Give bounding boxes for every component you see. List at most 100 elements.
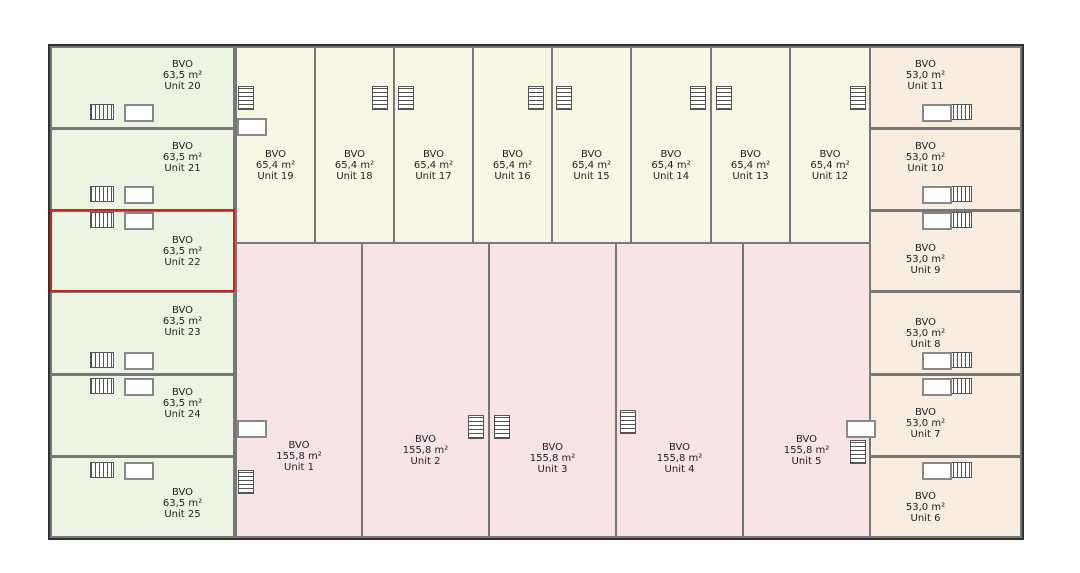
stairs-icon (90, 212, 114, 228)
unit-name: Unit 11 (907, 81, 944, 92)
unit-area: 65,4 m² (492, 159, 533, 171)
unit-name: Unit 18 (336, 170, 373, 182)
unit-name: Unit 12 (811, 170, 849, 182)
stairs-icon (494, 415, 510, 439)
toilet-icon (124, 378, 154, 396)
stairs-icon (850, 440, 866, 464)
unit-name: Unit 9 (910, 264, 941, 276)
unit-area: 65,4 m² (571, 159, 612, 171)
unit-type: BVO (264, 148, 287, 160)
unit-name: Unit 16 (494, 170, 531, 182)
unit-area: 53,0 m² (905, 152, 946, 163)
unit-name: Unit 3 (537, 463, 568, 475)
stairs-icon (238, 86, 254, 110)
unit-area: 53,0 m² (905, 327, 946, 339)
unit-name: Unit 17 (415, 170, 452, 182)
stairs-icon (90, 352, 114, 368)
unit-name: Unit 21 (164, 163, 201, 174)
unit-area: 65,4 m² (413, 159, 454, 171)
unit-area: 155,8 m² (783, 444, 830, 456)
unit-area: 65,4 m² (730, 159, 771, 171)
toilet-icon (124, 212, 154, 230)
stairs-icon (398, 86, 414, 110)
toilet-icon (922, 352, 952, 370)
unit-area: 53,0 m² (905, 418, 946, 429)
unit-area: 155,8 m² (656, 452, 703, 464)
unit-type: BVO (819, 148, 841, 160)
toilet-icon (124, 186, 154, 204)
stairs-icon (528, 86, 544, 110)
unit-area: 65,4 m² (334, 159, 375, 171)
toilet-icon (922, 462, 952, 480)
unit-area: 53,0 m² (905, 70, 946, 81)
unit-type: BVO (914, 407, 937, 418)
stairs-icon (468, 415, 484, 439)
unit-type: BVO (422, 148, 445, 160)
stairs-icon (620, 410, 636, 434)
stairs-icon (90, 378, 114, 394)
stairs-icon (90, 104, 114, 120)
unit-name: Unit 19 (257, 170, 294, 182)
unit-type: BVO (171, 234, 194, 246)
unit-type: BVO (414, 433, 437, 445)
toilet-icon (124, 104, 154, 122)
unit-area: 63,5 m² (162, 497, 203, 509)
unit-area: 63,5 m² (162, 315, 203, 327)
stairs-icon (90, 462, 114, 478)
unit-area: 53,0 m² (905, 501, 946, 513)
unit-name: Unit 20 (164, 81, 201, 92)
unit-area: 65,4 m² (255, 159, 296, 171)
unit-area: 155,8 m² (529, 452, 576, 464)
unit-type: BVO (914, 242, 937, 254)
unit-type: BVO (914, 59, 937, 70)
unit-name: Unit 7 (910, 429, 941, 440)
unit-type: BVO (914, 490, 937, 502)
stairs-icon (556, 86, 572, 110)
unit-type: BVO (541, 441, 564, 453)
unit-type: BVO (171, 304, 194, 316)
unit-name: Unit 1 (284, 461, 314, 473)
unit-type: BVO (914, 316, 937, 328)
unit-area: 65,4 m² (810, 159, 850, 171)
unit-name: Unit 4 (664, 463, 695, 475)
unit-name: Unit 14 (652, 170, 690, 182)
stairs-icon (372, 86, 388, 110)
unit-name: Unit 13 (732, 170, 769, 182)
unit-type: BVO (288, 439, 310, 451)
unit-name: Unit 23 (164, 326, 201, 338)
toilet-icon (922, 186, 952, 204)
unit-area: 63,5 m² (162, 70, 203, 81)
unit-area: 155,8 m² (276, 450, 322, 462)
toilet-icon (846, 420, 876, 438)
unit-name: Unit 24 (164, 409, 201, 420)
toilet-icon (237, 118, 267, 136)
